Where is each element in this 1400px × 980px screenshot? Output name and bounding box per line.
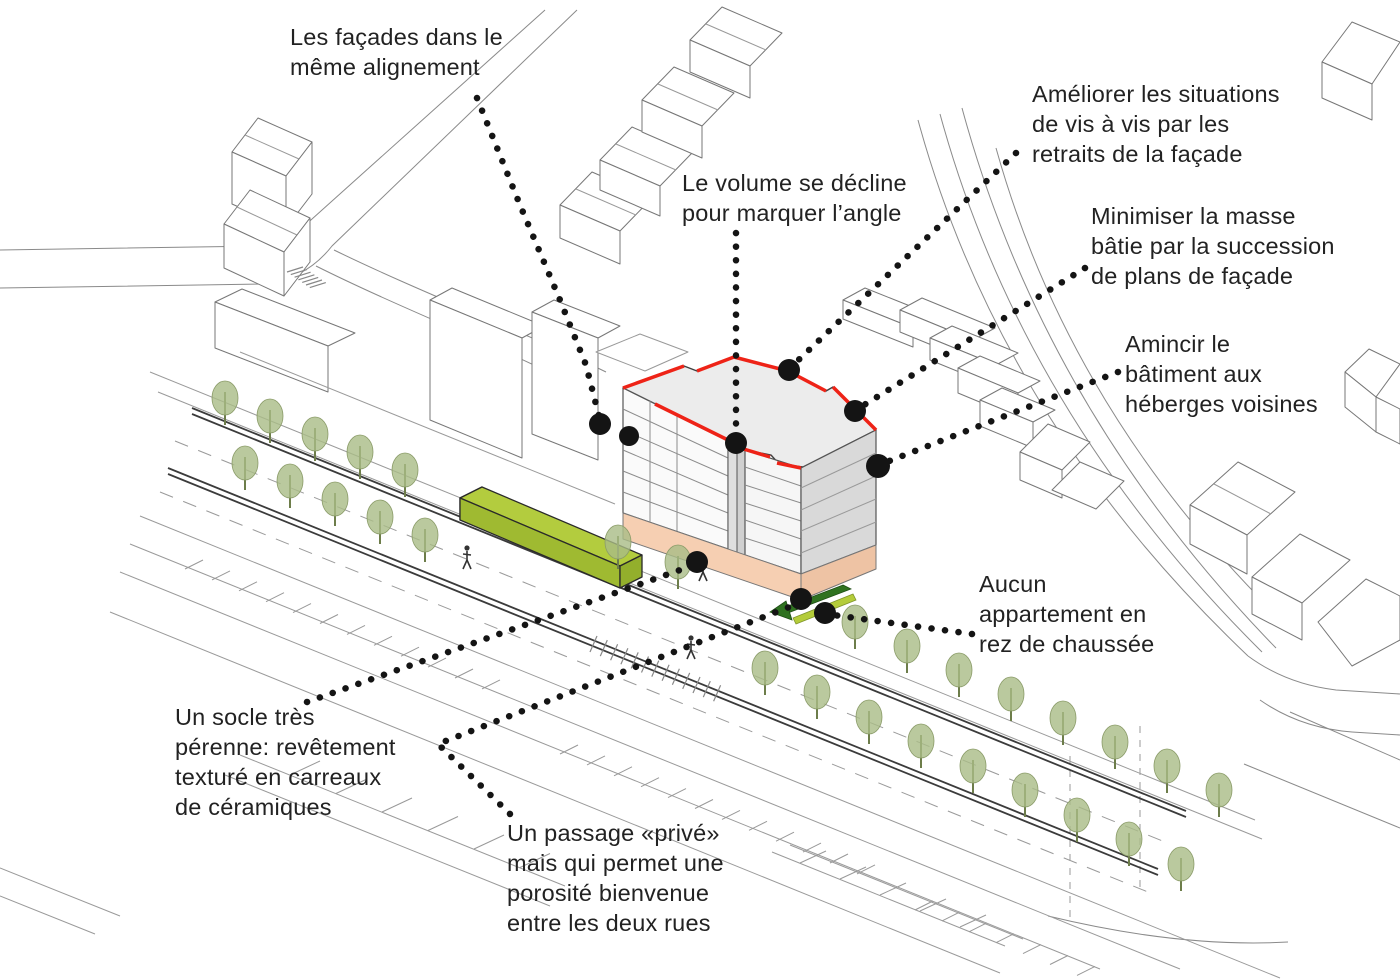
annotation-line: de céramiques <box>175 794 332 820</box>
annotation-line: porosité bienvenue <box>507 880 710 906</box>
annotation-line: Le volume se décline <box>682 170 907 196</box>
annotation-line: bâtie par la succession <box>1091 233 1335 259</box>
annotation-line: appartement en <box>979 601 1147 627</box>
annotation-line: Un socle très <box>175 704 315 730</box>
tram-tracks <box>167 407 1187 876</box>
annotation-socle: Un socle très pérenne: revêtement textur… <box>175 702 396 822</box>
context-buildings <box>214 6 1400 667</box>
annotation-line: retraits de la façade <box>1032 141 1243 167</box>
annotation-line: bâtiment aux <box>1125 361 1262 387</box>
anchor-vis-a-vis <box>778 359 800 381</box>
annotation-line: rez de chaussée <box>979 631 1155 657</box>
anchor-facades-2 <box>619 426 639 446</box>
annotation-leader-lines <box>303 94 1122 818</box>
leader-facades <box>473 94 604 424</box>
annotation-line: Aucun <box>979 571 1047 597</box>
annotation-anchor-dots <box>589 359 890 624</box>
annotation-line: Un passage «privé» <box>507 820 720 846</box>
anchor-socle <box>686 551 708 573</box>
annotation-line: même alignement <box>290 54 480 80</box>
leader-rdc <box>822 610 976 638</box>
leader-heberges <box>875 368 1122 469</box>
anchor-volume <box>725 432 747 454</box>
anchor-facades-1 <box>589 413 611 435</box>
leader-vis-a-vis <box>785 149 1020 373</box>
annotation-line: Les façades dans le <box>290 24 503 50</box>
annotation-line: texturé en carreaux <box>175 764 382 790</box>
annotation-masse-batie: Minimiser la masse bâtie par la successi… <box>1091 201 1335 291</box>
annotation-line: pérenne: revêtement <box>175 734 396 760</box>
annotation-line: de vis à vis par les <box>1032 111 1230 137</box>
building-notch <box>727 439 738 556</box>
anchor-masse <box>844 400 866 422</box>
annotation-line: pour marquer l’angle <box>682 200 902 226</box>
annotation-line: héberges voisines <box>1125 391 1318 417</box>
annotation-vis-a-vis: Améliorer les situations de vis à vis pa… <box>1032 79 1280 169</box>
annotation-facades-alignment: Les façades dans le même alignement <box>290 22 503 82</box>
annotation-volume-angle: Le volume se décline pour marquer l’angl… <box>682 168 907 228</box>
annotation-rez-de-chaussee: Aucun appartement en rez de chaussée <box>979 569 1154 659</box>
annotation-line: Améliorer les situations <box>1032 81 1280 107</box>
annotation-line: entre les deux rues <box>507 910 711 936</box>
boulevard <box>0 266 1281 979</box>
leader-socle <box>303 560 701 706</box>
anchor-rdc <box>814 602 836 624</box>
crosswalk <box>286 266 722 702</box>
leader-masse <box>852 264 1089 414</box>
annotation-line: mais qui permet une <box>507 850 724 876</box>
anchor-heberges <box>866 454 890 478</box>
annotation-passage: Un passage «privé» mais qui permet une p… <box>507 818 724 938</box>
main-building <box>622 355 878 601</box>
annotation-heberges: Amincir le bâtiment aux héberges voisine… <box>1125 329 1318 419</box>
annotation-line: Amincir le <box>1125 331 1231 357</box>
parking-hatches <box>184 559 1096 976</box>
annotation-line: Minimiser la masse <box>1091 203 1296 229</box>
anchor-passage <box>790 588 812 610</box>
annotation-line: de plans de façade <box>1091 263 1294 289</box>
tram <box>459 486 643 589</box>
